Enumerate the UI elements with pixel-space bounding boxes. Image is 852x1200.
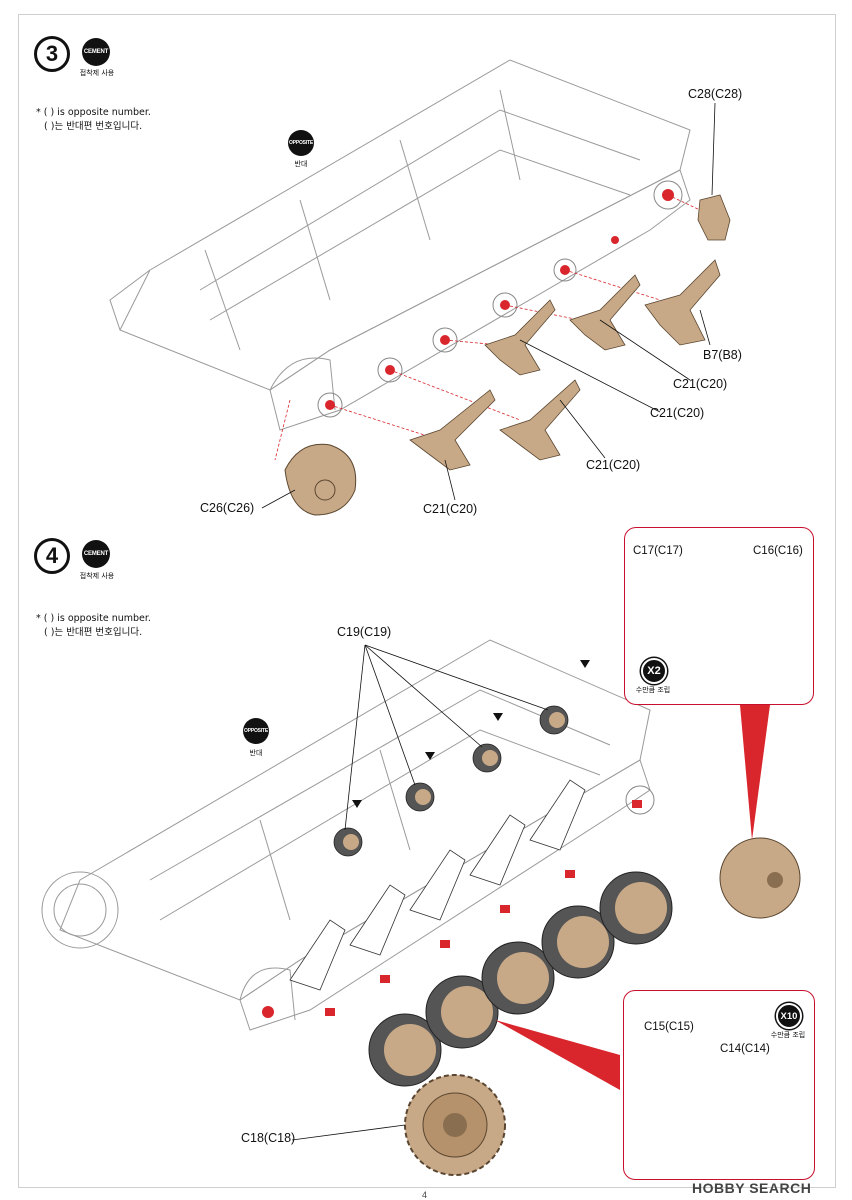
label-c28: C28(C28) (688, 87, 743, 101)
part-c18-sprocket (404, 1074, 506, 1176)
step3-suspension-arms (409, 194, 731, 471)
step3-guide-lines (274, 194, 701, 461)
label-c21-c: C21(C20) (586, 458, 641, 472)
part-c26-cap (284, 443, 357, 516)
opposite-icon: OPPOSITE (243, 718, 269, 744)
road-wheel-1 (368, 1013, 442, 1087)
label-c21-a: C21(C20) (673, 377, 728, 391)
step4-mount-pegs (262, 800, 642, 1018)
step4-hull (59, 639, 651, 1031)
callout-wedge-bottom (495, 1020, 620, 1090)
multiplier-x10-icon: X10 (776, 1003, 802, 1029)
page-number: 4 (422, 1190, 428, 1200)
multiplier-x10-text: X10 (780, 1010, 798, 1022)
label-c14: C14(C14) (720, 1043, 770, 1055)
page-frame (18, 14, 836, 1188)
road-wheel-5 (599, 871, 673, 945)
step-3-number-text: 3 (45, 41, 59, 66)
label-c18: C18(C18) (241, 1131, 296, 1145)
arm-b7 (644, 259, 721, 346)
step4-rear-sprocket (41, 871, 119, 949)
note-english: * ( ) is opposite number. (36, 107, 151, 118)
opposite-caption: 반대 (294, 160, 308, 168)
label-c26: C26(C26) (200, 501, 255, 515)
label-b7: B7(B8) (703, 348, 742, 362)
cement-icon: CEMENT (82, 38, 110, 66)
part-c28 (697, 194, 731, 241)
step-4-number: 4 (34, 538, 70, 574)
step4-return-rollers (333, 705, 569, 857)
step-3-number: 3 (34, 36, 70, 72)
arm-c21-4 (569, 274, 641, 351)
note-english: * ( ) is opposite number. (36, 613, 151, 624)
label-c19: C19(C19) (337, 625, 392, 639)
watermark: HOBBY SEARCH (692, 1180, 812, 1196)
cement-badge-text: CEMENT (83, 49, 109, 55)
step4-leader-lines (291, 644, 549, 1141)
step4-idler-wheel (625, 785, 801, 919)
opposite-caption: 반대 (249, 749, 263, 757)
step4-road-wheels (368, 871, 673, 1087)
detail-box-roadwheel: X10 수만큼 조립 C15(C15) C14(C14) (623, 990, 815, 1180)
arm-c21-3 (484, 299, 556, 376)
callout-wedge-top (740, 705, 770, 840)
multiplier-x2-text: X2 (647, 665, 661, 677)
step-4-number-text: 4 (45, 543, 59, 568)
step4-direction-markers (352, 660, 590, 808)
opposite-icon: OPPOSITE (288, 130, 314, 156)
multiplier-x2-icon: X2 (641, 658, 667, 684)
step3-hull (109, 59, 691, 431)
road-wheel-4 (541, 905, 615, 979)
opposite-badge-text: OPPOSITE (289, 140, 313, 146)
road-wheel-2 (425, 975, 499, 1049)
note-korean: ( )는 반대편 번호입니다. (44, 121, 143, 132)
callout-wedges (495, 705, 770, 1090)
label-c21-d: C21(C20) (423, 502, 478, 516)
detail-box-idler: C17(C17) C16(C16) X2 수만큼 조립 (624, 527, 814, 705)
cement-badge-text: CEMENT (83, 551, 109, 557)
road-wheel-3 (481, 941, 555, 1015)
step-3-note: * ( ) is opposite number. ( )는 반대편 번호입니다… (36, 106, 151, 134)
cement-caption: 접착제 사용 (79, 572, 115, 580)
note-korean: ( )는 반대편 번호입니다. (44, 627, 143, 638)
label-c21-b: C21(C20) (650, 406, 705, 420)
multiplier-caption: 수만큼 조립 (635, 686, 671, 694)
hull-side-outline (269, 169, 691, 431)
multiplier-caption: 수만큼 조립 (770, 1031, 806, 1039)
label-c15: C15(C15) (644, 1021, 694, 1033)
step-4-note: * ( ) is opposite number. ( )는 반대편 번호입니다… (36, 612, 151, 640)
label-c17: C17(C17) (633, 545, 683, 557)
cement-icon: CEMENT (82, 540, 110, 568)
label-c16: C16(C16) (753, 545, 803, 557)
opposite-badge-text: OPPOSITE (244, 728, 268, 734)
step3-leader-lines (261, 102, 716, 509)
step4-suspension (289, 779, 586, 991)
arm-c21-1 (409, 389, 496, 471)
cement-caption: 접착제 사용 (79, 69, 115, 77)
arm-c21-2 (499, 379, 581, 461)
